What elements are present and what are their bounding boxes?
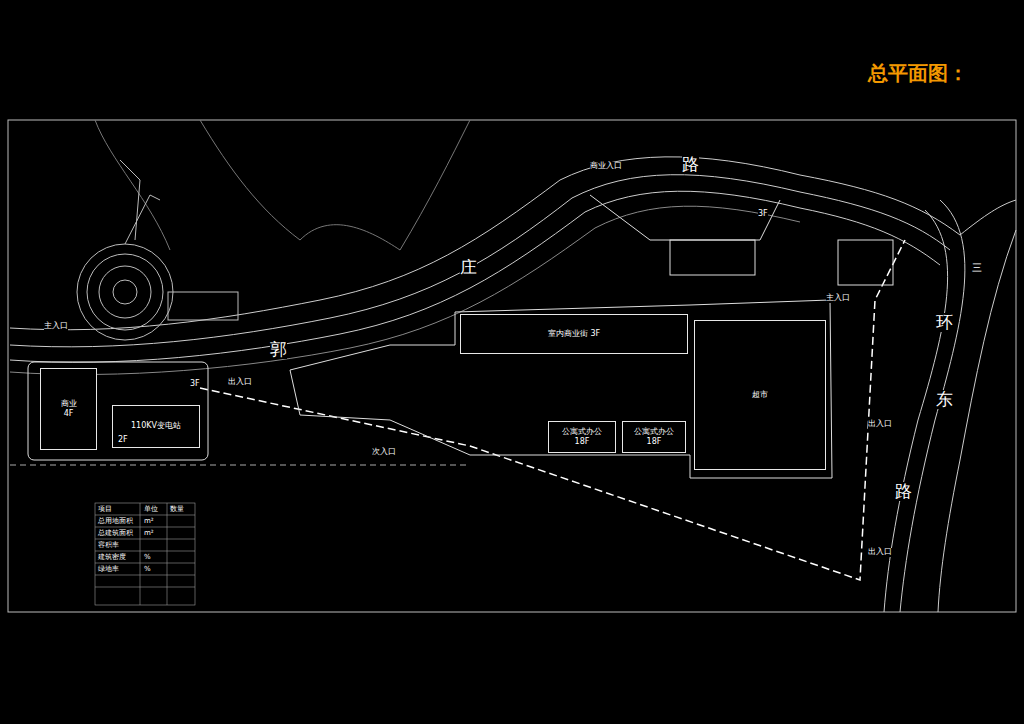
building-label: 4F bbox=[64, 409, 74, 419]
table-cell: 项目 bbox=[98, 506, 112, 514]
building-label: 110KV变电站 bbox=[131, 421, 181, 431]
plan-note: 次入口 bbox=[372, 448, 396, 457]
plan-note: 出入口 bbox=[868, 420, 892, 429]
building-block: 公寓式办公18F bbox=[548, 421, 616, 453]
building-label: 公寓式办公 bbox=[634, 427, 674, 437]
plan-note: 3F bbox=[758, 210, 768, 219]
table-cell: m² bbox=[144, 530, 154, 538]
building-block: 室内商业街 3F bbox=[460, 314, 688, 354]
building-label: 公寓式办公 bbox=[562, 427, 602, 437]
table-cell: 绿地率 bbox=[98, 566, 119, 574]
building-label: 18F bbox=[647, 437, 662, 447]
table-cell: 总建筑面积 bbox=[98, 530, 133, 538]
drawing-title: 总平面图： bbox=[868, 60, 968, 87]
plan-note: 3F bbox=[190, 380, 200, 389]
building-label: 超市 bbox=[752, 390, 768, 400]
road-name: 郭 bbox=[270, 340, 287, 359]
building-label: 商业 bbox=[61, 399, 77, 409]
table-cell: 单位 bbox=[144, 506, 158, 514]
road-name: 环 bbox=[936, 313, 953, 332]
plan-note: 2F bbox=[118, 436, 128, 445]
plan-note: 主入口 bbox=[44, 322, 68, 331]
building-label: 室内商业街 3F bbox=[548, 329, 600, 339]
road-name: 庄 bbox=[460, 258, 477, 277]
table-cell: 总用地面积 bbox=[98, 518, 133, 526]
table-cell: % bbox=[144, 554, 151, 562]
plan-note: 出入口 bbox=[868, 548, 892, 557]
building-block: 公寓式办公18F bbox=[622, 421, 686, 453]
table-cell: 容积率 bbox=[98, 542, 119, 550]
road-name: 三 bbox=[972, 262, 982, 273]
road-name: 东 bbox=[936, 390, 953, 409]
table-cell: 建筑密度 bbox=[98, 554, 126, 562]
table-cell: % bbox=[144, 566, 151, 574]
table-cell: 数量 bbox=[170, 506, 184, 514]
building-block: 超市 bbox=[694, 320, 826, 470]
table-cell: m² bbox=[144, 518, 154, 526]
building-label: 18F bbox=[575, 437, 590, 447]
plan-note: 主入口 bbox=[826, 294, 850, 303]
plan-note: 商业入口 bbox=[590, 162, 622, 171]
road-name: 路 bbox=[682, 155, 699, 174]
plan-note: 出入口 bbox=[228, 378, 252, 387]
road-name: 路 bbox=[895, 482, 912, 501]
building-block: 商业4F bbox=[40, 368, 97, 450]
